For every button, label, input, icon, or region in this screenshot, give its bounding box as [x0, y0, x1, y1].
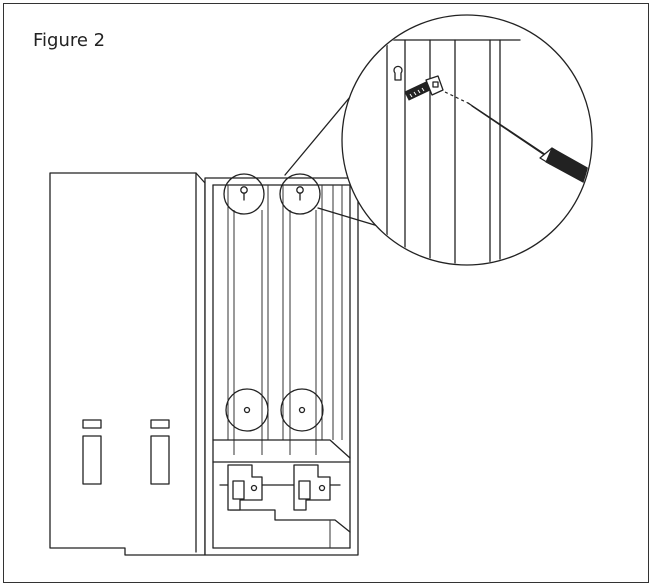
mounting-screw-icon [404, 75, 444, 101]
cover-panel [49, 172, 206, 556]
magnified-detail [341, 14, 593, 266]
dispenser-housing [204, 177, 359, 556]
alignment-dash [444, 91, 471, 105]
figure-label: Figure 2 [33, 30, 106, 51]
keyhole-slot-icon [393, 65, 403, 81]
pump-left [227, 464, 263, 511]
upper-right-keyhole [279, 173, 321, 215]
cover-window-left [82, 419, 102, 485]
figure-frame [3, 3, 649, 583]
cover-window-right [150, 419, 170, 485]
upper-left-keyhole [223, 173, 265, 215]
pump-right [293, 464, 331, 511]
lower-right-screw-hole [280, 388, 324, 432]
lower-left-screw-hole [225, 388, 269, 432]
